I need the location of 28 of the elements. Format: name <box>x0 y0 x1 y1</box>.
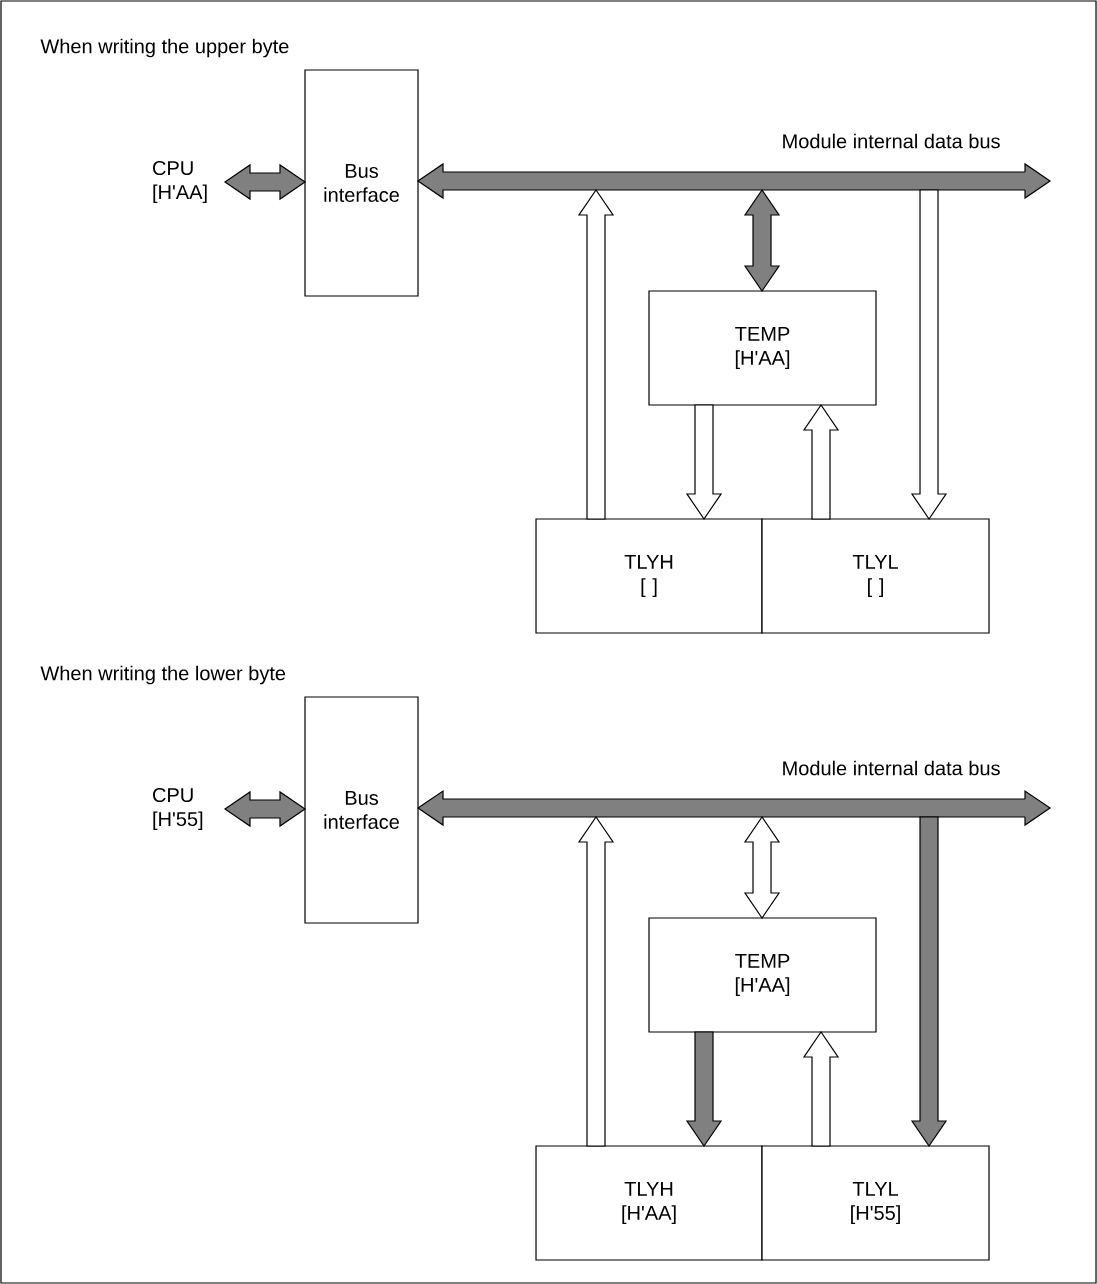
arrow <box>802 403 840 520</box>
register-box: TLYH [ ] <box>535 518 763 634</box>
panel-heading: When writing the lower byte <box>40 665 286 685</box>
arrow <box>802 1030 840 1147</box>
register-box: TEMP [H'AA] <box>648 917 877 1033</box>
arrow <box>1024 789 1052 827</box>
arrow <box>416 162 446 200</box>
arrow <box>685 404 723 521</box>
cpu-label: CPU [H'55] <box>153 787 203 831</box>
arrow <box>577 188 615 520</box>
arrow <box>910 189 948 521</box>
arrow <box>577 815 615 1147</box>
register-box: TEMP [H'AA] <box>648 290 877 406</box>
panel-heading: When writing the upper byte <box>40 38 289 58</box>
arrow <box>910 816 948 1148</box>
register-box: TLYH [H'AA] <box>535 1145 763 1261</box>
arrow <box>416 789 446 827</box>
node-label: Module internal data bus <box>783 133 1000 149</box>
register-box: TLYL [H'55] <box>761 1145 990 1261</box>
interface-box: Bus interface <box>304 696 419 924</box>
data-bus: Module internal data bus <box>444 133 1026 191</box>
node-label: Module internal data bus <box>783 760 1000 776</box>
arrow <box>1024 162 1052 200</box>
cpu-label: CPU [H'AA] <box>153 160 207 204</box>
register-box: TLYL [ ] <box>761 518 990 634</box>
arrow <box>685 1031 723 1148</box>
interface-box: Bus interface <box>304 69 419 297</box>
data-bus: Module internal data bus <box>444 760 1026 818</box>
